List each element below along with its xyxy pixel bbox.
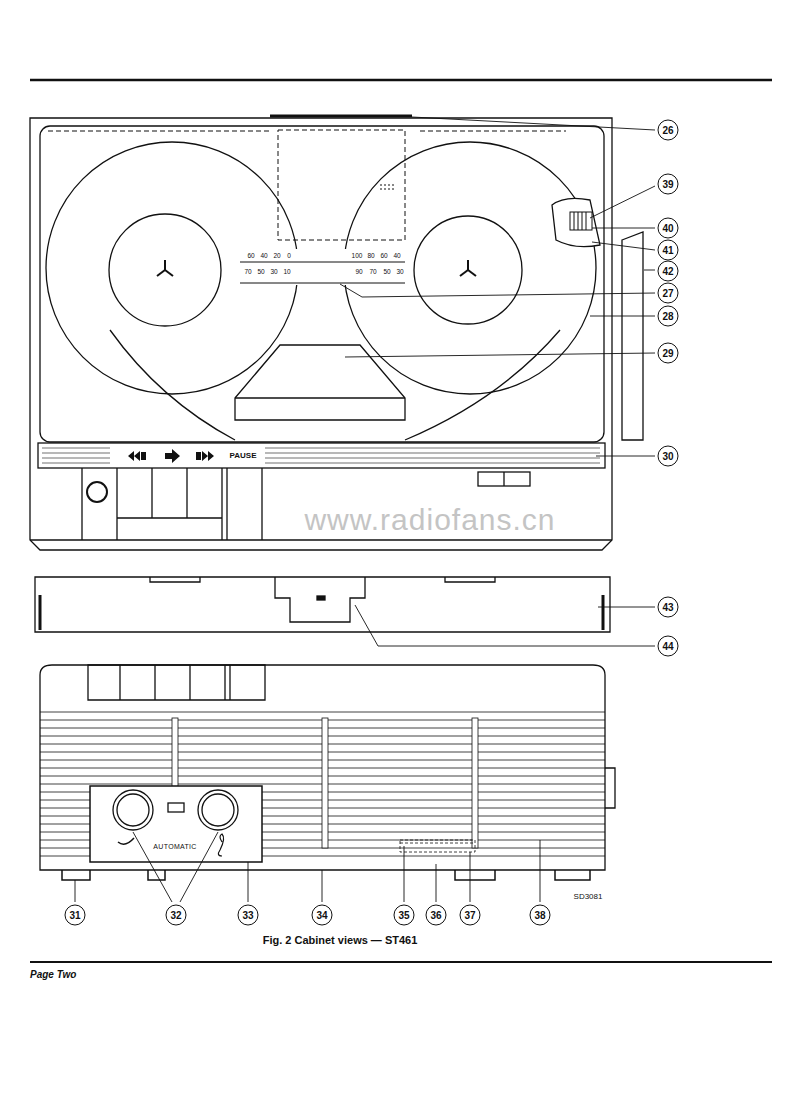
- callout-number: 36: [426, 905, 447, 926]
- callout-number: 34: [312, 905, 333, 926]
- callout-number: 28: [658, 306, 679, 327]
- callout-number: 30: [658, 446, 679, 467]
- callout-number: 44: [658, 636, 679, 657]
- callout-number: 41: [658, 240, 679, 261]
- scale-number: 30: [270, 269, 277, 276]
- scale-number: 20: [273, 253, 280, 260]
- callout-number: 38: [530, 905, 551, 926]
- callout-number: 32: [166, 905, 187, 926]
- callout-number: 31: [65, 905, 86, 926]
- page-number: Page Two: [30, 970, 76, 980]
- callout-number: 40: [658, 218, 679, 239]
- scale-number: 60: [380, 253, 387, 260]
- scale-number: 70: [244, 269, 251, 276]
- scale-number: 90: [355, 269, 362, 276]
- callout-number: 27: [658, 283, 679, 304]
- drawing-code: SD3081: [574, 893, 603, 901]
- scale-number: 60: [247, 253, 254, 260]
- callout-number: 39: [658, 174, 679, 195]
- scale-number: 100: [352, 253, 363, 260]
- scale-number: 80: [367, 253, 374, 260]
- scale-number: 10: [283, 269, 290, 276]
- callout-number: 33: [238, 905, 259, 926]
- callout-number: 35: [394, 905, 415, 926]
- callout-number: 29: [658, 343, 679, 364]
- callout-number: 37: [460, 905, 481, 926]
- callout-number: 43: [658, 597, 679, 618]
- figure-caption: Fig. 2 Cabinet views — ST461: [263, 935, 418, 946]
- scale-number: 30: [396, 269, 403, 276]
- watermark: www.radiofans.cn: [304, 505, 555, 535]
- scale-number: 40: [260, 253, 267, 260]
- scale-number: 50: [383, 269, 390, 276]
- panel-label: AUTOMATIC: [153, 843, 196, 850]
- button-label: PAUSE: [230, 452, 257, 460]
- scale-number: 0: [287, 253, 291, 260]
- scale-number: 40: [393, 253, 400, 260]
- scale-number: 70: [369, 269, 376, 276]
- callout-number: 26: [658, 120, 679, 141]
- scale-number: 50: [257, 269, 264, 276]
- callout-number: 42: [658, 261, 679, 282]
